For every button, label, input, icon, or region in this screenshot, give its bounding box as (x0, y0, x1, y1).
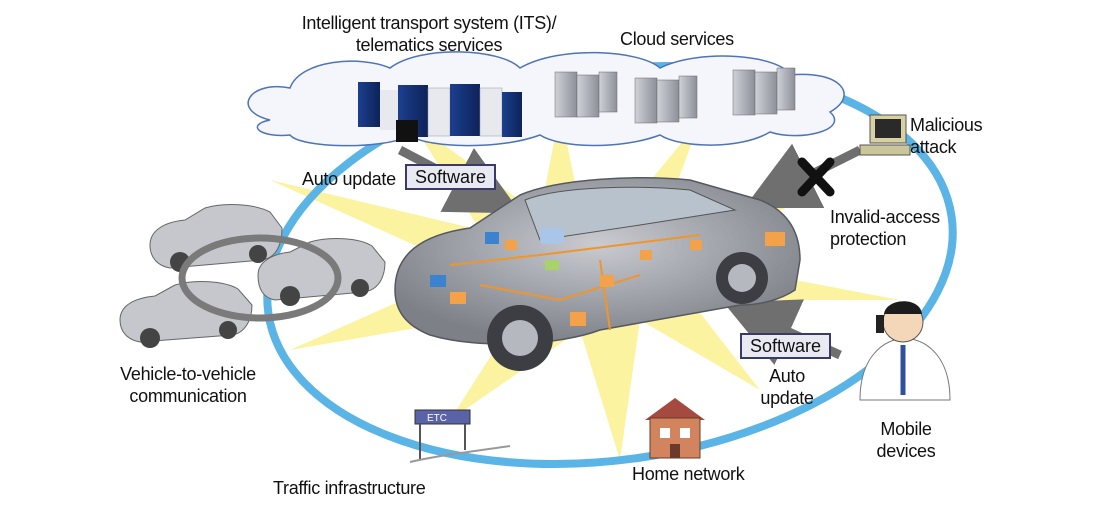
its-label-line2: telematics services (355, 35, 503, 55)
malicious-label-line1: Malicious (910, 115, 983, 135)
traffic-infrastructure-label: Traffic infrastructure (273, 478, 426, 498)
v2v-cars-icon (119, 204, 386, 348)
etc-sign-text: ETC (427, 413, 447, 424)
malicious-attack-label: Malicious attack (910, 114, 983, 158)
software-right-badge: Software (740, 333, 832, 359)
software-top-badge: Software (405, 164, 497, 190)
traffic-gate-icon: ETC (409, 409, 511, 463)
auto-update-top-label: Auto update (302, 169, 396, 189)
invalid-access-label: Invalid-access protection (830, 206, 940, 250)
blocked-cross-icon (797, 157, 835, 197)
invalid-label-line2: protection (830, 229, 907, 249)
malicious-label-line2: attack (910, 137, 957, 157)
malicious-computer-icon (859, 114, 911, 156)
v2v-label-line2: communication (129, 386, 247, 406)
mobile-devices-label: Mobile devices (866, 418, 946, 462)
cloud-services-label: Cloud services (620, 29, 734, 49)
connected-car-icon (394, 177, 801, 371)
auto-update-right-line2: update (760, 388, 814, 408)
home-house-icon (645, 398, 705, 459)
v2v-label-line1: Vehicle-to-vehicle (120, 364, 256, 384)
its-label: Intelligent transport system (ITS)/ tele… (294, 12, 564, 56)
mobile-label-line1: Mobile (880, 419, 932, 439)
auto-update-right-line1: Auto (769, 366, 805, 386)
v2v-label: Vehicle-to-vehicle communication (108, 363, 268, 407)
mobile-label-line2: devices (876, 441, 936, 461)
invalid-label-line1: Invalid-access (830, 207, 940, 227)
its-label-line1: Intelligent transport system (ITS)/ (301, 13, 557, 33)
auto-update-right-label: Auto update (752, 365, 822, 409)
home-network-label: Home network (632, 464, 745, 484)
its-server-racks-icon (358, 82, 522, 142)
cloud-servers-icon (554, 67, 796, 124)
mobile-user-icon (859, 301, 951, 401)
